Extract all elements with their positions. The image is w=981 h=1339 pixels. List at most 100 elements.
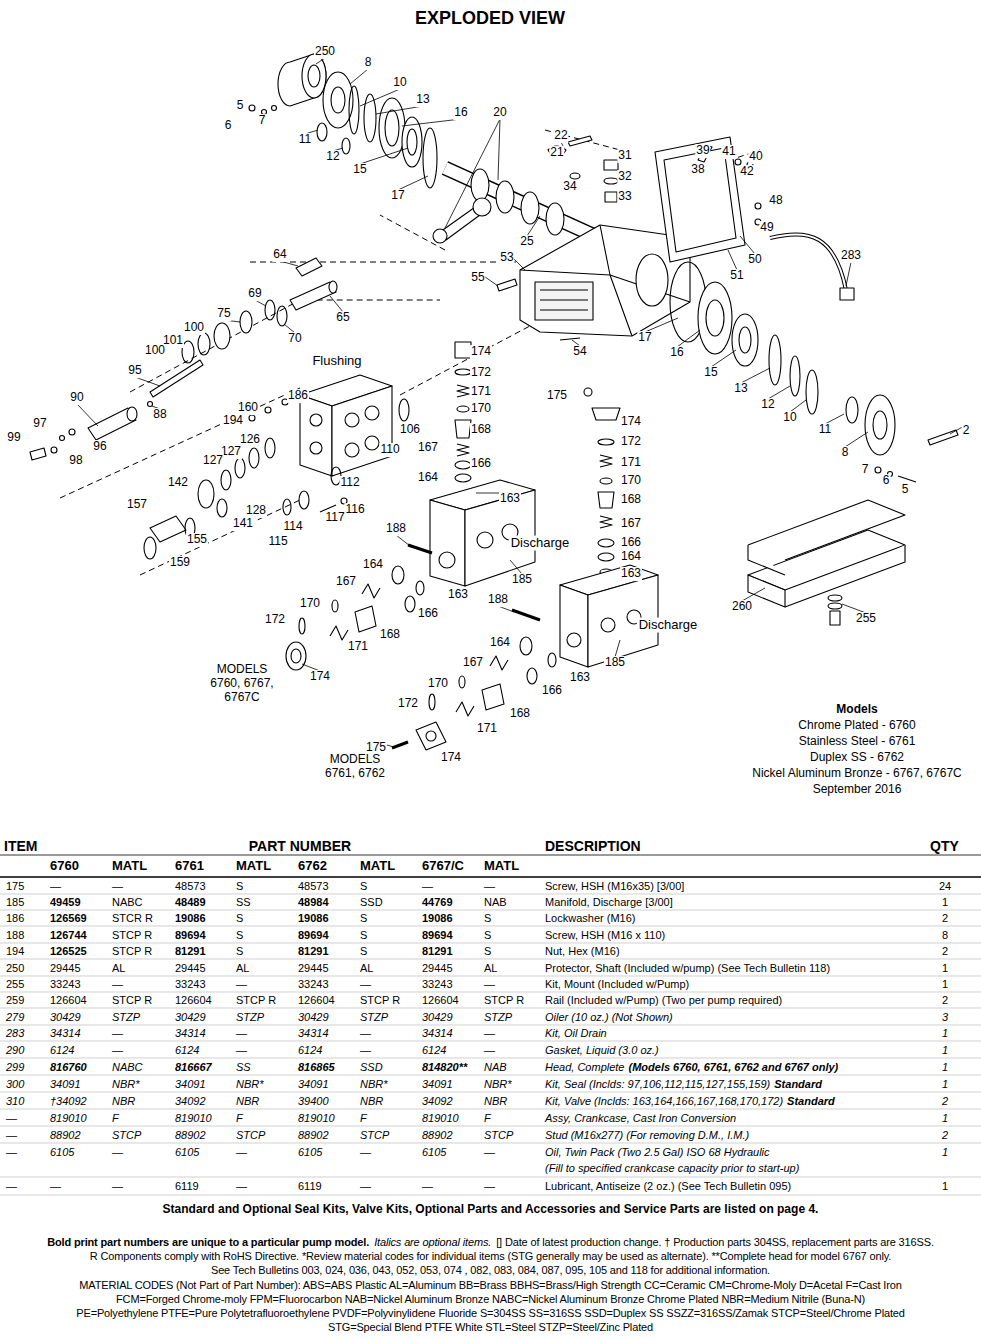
table-cell: Kit, Valve (Inclds: 163,164,166,167,168,…: [545, 1095, 783, 1108]
table-cell: —: [360, 1027, 371, 1040]
table-cell: Standard: [787, 1095, 835, 1108]
footnote: See Tech Bulletins 003, 024, 036, 043, 0…: [211, 1264, 770, 1276]
table-cell: 2: [942, 994, 948, 1007]
table-cell: —: [6, 1180, 17, 1193]
models-line: Duplex SS - 6762: [810, 751, 904, 765]
table-cell: 34091: [50, 1078, 81, 1091]
table-cell: —: [6, 1112, 17, 1125]
callout-number: 48: [768, 194, 783, 208]
table-cell: 29445: [50, 962, 81, 975]
table-cell: STZP: [112, 1011, 140, 1024]
callout-number: 250: [314, 45, 336, 59]
table-cell: 34314: [50, 1027, 81, 1040]
table-cell: Oiler (10 oz.) (Not Shown): [545, 1011, 673, 1024]
table-cell: 6105: [175, 1146, 199, 1159]
table-cell: NAB: [484, 896, 507, 909]
table-header: MATL: [484, 859, 519, 874]
callout-number: 17: [637, 331, 652, 345]
table-cell: 255: [6, 978, 24, 991]
callout-number: 16: [453, 106, 468, 120]
callout-number: 7: [861, 463, 870, 477]
callout-number: 88: [152, 408, 167, 422]
callout-number: 5: [901, 483, 910, 497]
callout-number: 13: [415, 93, 430, 107]
footnote-line: Bold print part numbers are unique to a …: [0, 1235, 981, 1249]
table-cell: 1: [942, 1180, 948, 1193]
callout-number: 6: [224, 119, 233, 133]
table-cell: STCP R: [360, 994, 400, 1007]
table-cell: STCP: [484, 1129, 513, 1142]
callout-number: 112: [339, 476, 360, 490]
footnote-line: See Tech Bulletins 003, 024, 036, 043, 0…: [0, 1263, 981, 1277]
callout-number: 8: [841, 446, 850, 460]
description-cell: Lockwasher (M16): [545, 912, 635, 925]
models-line: Nickel Aluminum Bronze - 6767, 6767C: [752, 767, 961, 781]
callout-number: 128: [245, 504, 267, 518]
table-cell: Protector, Shaft (Included w/pump) (See …: [545, 962, 830, 975]
callout-number: 116: [344, 503, 365, 517]
callout-number: 32: [617, 170, 632, 184]
callout-number: 170: [620, 474, 642, 488]
callout-number: 11: [818, 423, 832, 437]
description-cell: Nut, Hex (M16): [545, 945, 620, 958]
table-cell: S: [484, 929, 491, 942]
table-cell: 2: [942, 912, 948, 925]
table-cell: —: [236, 1180, 247, 1193]
table-cell: —: [484, 1044, 495, 1057]
description-cell: Assy, Crankcase, Cast Iron Conversion: [545, 1112, 736, 1125]
table-header: MATL: [112, 859, 147, 874]
table-cell: —: [422, 1180, 433, 1193]
table-cell: —: [360, 1180, 371, 1193]
table-header: MATL: [360, 859, 395, 874]
callout-number: 142: [167, 476, 189, 490]
table-cell: 185: [6, 896, 24, 909]
table-cell: (Models 6760, 6761, 6762 and 6767 only): [629, 1061, 839, 1074]
callout-number: 157: [126, 498, 148, 512]
callout-number: 171: [476, 722, 498, 736]
table-cell: 816667: [175, 1061, 212, 1074]
table-cell: 81291: [422, 945, 453, 958]
table-cell: 34314: [298, 1027, 329, 1040]
callout-number: 166: [470, 457, 492, 471]
table-cell: 819010: [298, 1112, 335, 1125]
table-cell: STZP: [484, 1011, 512, 1024]
callout-number: 65: [335, 311, 350, 325]
table-cell: 819010: [175, 1112, 212, 1125]
table-cell: 81291: [175, 945, 206, 958]
table-cell: Kit, Mount (Included w/Pump): [545, 978, 689, 991]
callout-number: 170: [427, 677, 449, 691]
table-cell: S: [236, 880, 243, 893]
callout-number: 168: [379, 628, 401, 642]
callout-number: 185: [511, 573, 533, 587]
description-cell: Stud (M16x277) (For removing D.M., I.M.): [545, 1129, 749, 1142]
callout-number: 25: [519, 235, 534, 249]
table-cell: —: [484, 1146, 495, 1159]
callout-number: 166: [417, 607, 439, 621]
table-cell: 2: [942, 1095, 948, 1108]
table-cell: 126525: [50, 945, 87, 958]
callout-number: 15: [352, 163, 367, 177]
callout-number: 38: [690, 163, 705, 177]
table-header: ITEM: [4, 838, 37, 854]
part-label: Flushing: [310, 354, 363, 369]
table-cell: STCR R: [112, 912, 153, 925]
footnote: STG=Special Blend PTFE White STL=Steel S…: [328, 1321, 653, 1333]
callout-number: 31: [617, 149, 632, 163]
table-cell: NBR*: [360, 1078, 388, 1091]
description-cell: Rail (Included w/Pump) (Two per pump req…: [545, 994, 782, 1007]
table-cell: 126744: [50, 929, 87, 942]
callout-number: 166: [541, 684, 563, 698]
table-cell: 33243: [298, 978, 329, 991]
table-cell: —: [236, 1146, 247, 1159]
description-cell: Protector, Shaft (Included w/pump) (See …: [545, 962, 830, 975]
table-cell: NBR: [236, 1095, 259, 1108]
table-cell: —: [360, 978, 371, 991]
callout-number: 260: [731, 600, 753, 614]
footnote: [] Date of latest production change. † P…: [496, 1236, 934, 1248]
callout-number: 2: [962, 424, 971, 438]
callout-number: 50: [747, 253, 762, 267]
callout-number: 10: [392, 76, 407, 90]
table-cell: SSD: [360, 896, 383, 909]
table-cell: 175: [6, 880, 24, 893]
callout-number: 99: [6, 431, 21, 445]
